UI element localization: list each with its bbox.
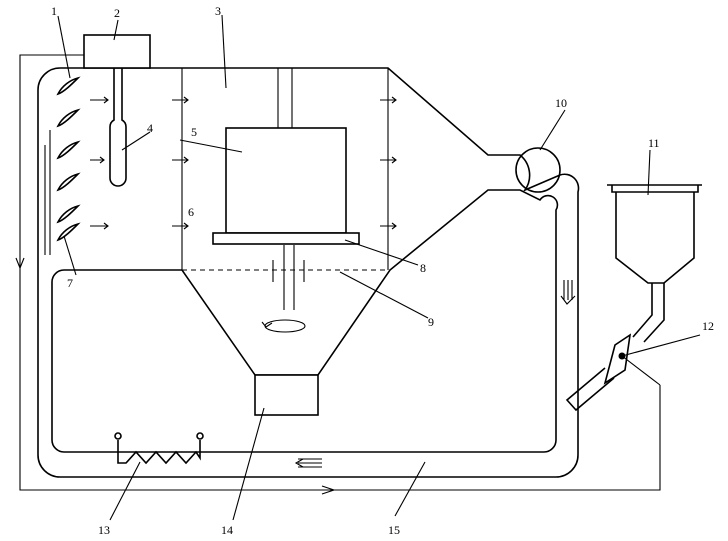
airflow-arrows: [90, 96, 576, 468]
label-6: 6: [188, 205, 194, 219]
louver-vane: [56, 108, 81, 128]
label-15: 15: [388, 523, 400, 537]
fan-housing: [515, 147, 561, 193]
label-10: 10: [555, 96, 567, 110]
return-line: [19, 54, 661, 491]
label-2: 2: [114, 6, 120, 20]
heater-terminal: [114, 432, 122, 440]
louver-vane: [56, 222, 81, 242]
louver-vane: [56, 76, 81, 96]
valve-outlet-pipe: [565, 367, 615, 412]
label-14: 14: [221, 523, 233, 537]
louvers: [44, 76, 81, 255]
rotation-arrow: [261, 321, 273, 328]
tray: [212, 232, 360, 245]
label-4: 4: [147, 121, 153, 135]
leader-lines: [57, 14, 651, 521]
thermometer-probe: [109, 68, 127, 187]
label-11: 11: [648, 136, 660, 150]
top-box: [83, 34, 151, 69]
heater-terminal: [196, 432, 204, 440]
hopper: [607, 184, 702, 284]
outer-duct-wall: [37, 67, 580, 478]
label-9: 9: [428, 315, 434, 329]
label-5: 5: [191, 125, 197, 139]
louver-vane: [56, 204, 81, 224]
label-13: 13: [98, 523, 110, 537]
collector-box: [254, 374, 319, 416]
valve-body: [603, 333, 632, 385]
basket: [225, 127, 347, 234]
rotation-indicator: [264, 319, 306, 333]
hopper-neck: [632, 283, 665, 343]
label-7: 7: [67, 276, 73, 290]
louver-vane: [56, 140, 81, 160]
label-1: 1: [51, 4, 57, 18]
return-arrow-left: [15, 257, 25, 270]
label-12: 12: [702, 319, 714, 333]
valve-link: [621, 355, 661, 386]
heater-coil: [117, 440, 201, 465]
label-3: 3: [215, 4, 221, 18]
inner-duct-wall: [51, 189, 559, 453]
valve-lead-12: [621, 334, 701, 357]
label-8: 8: [420, 261, 426, 275]
return-arrow-bottom: [321, 485, 336, 495]
louver-vane: [56, 172, 81, 192]
